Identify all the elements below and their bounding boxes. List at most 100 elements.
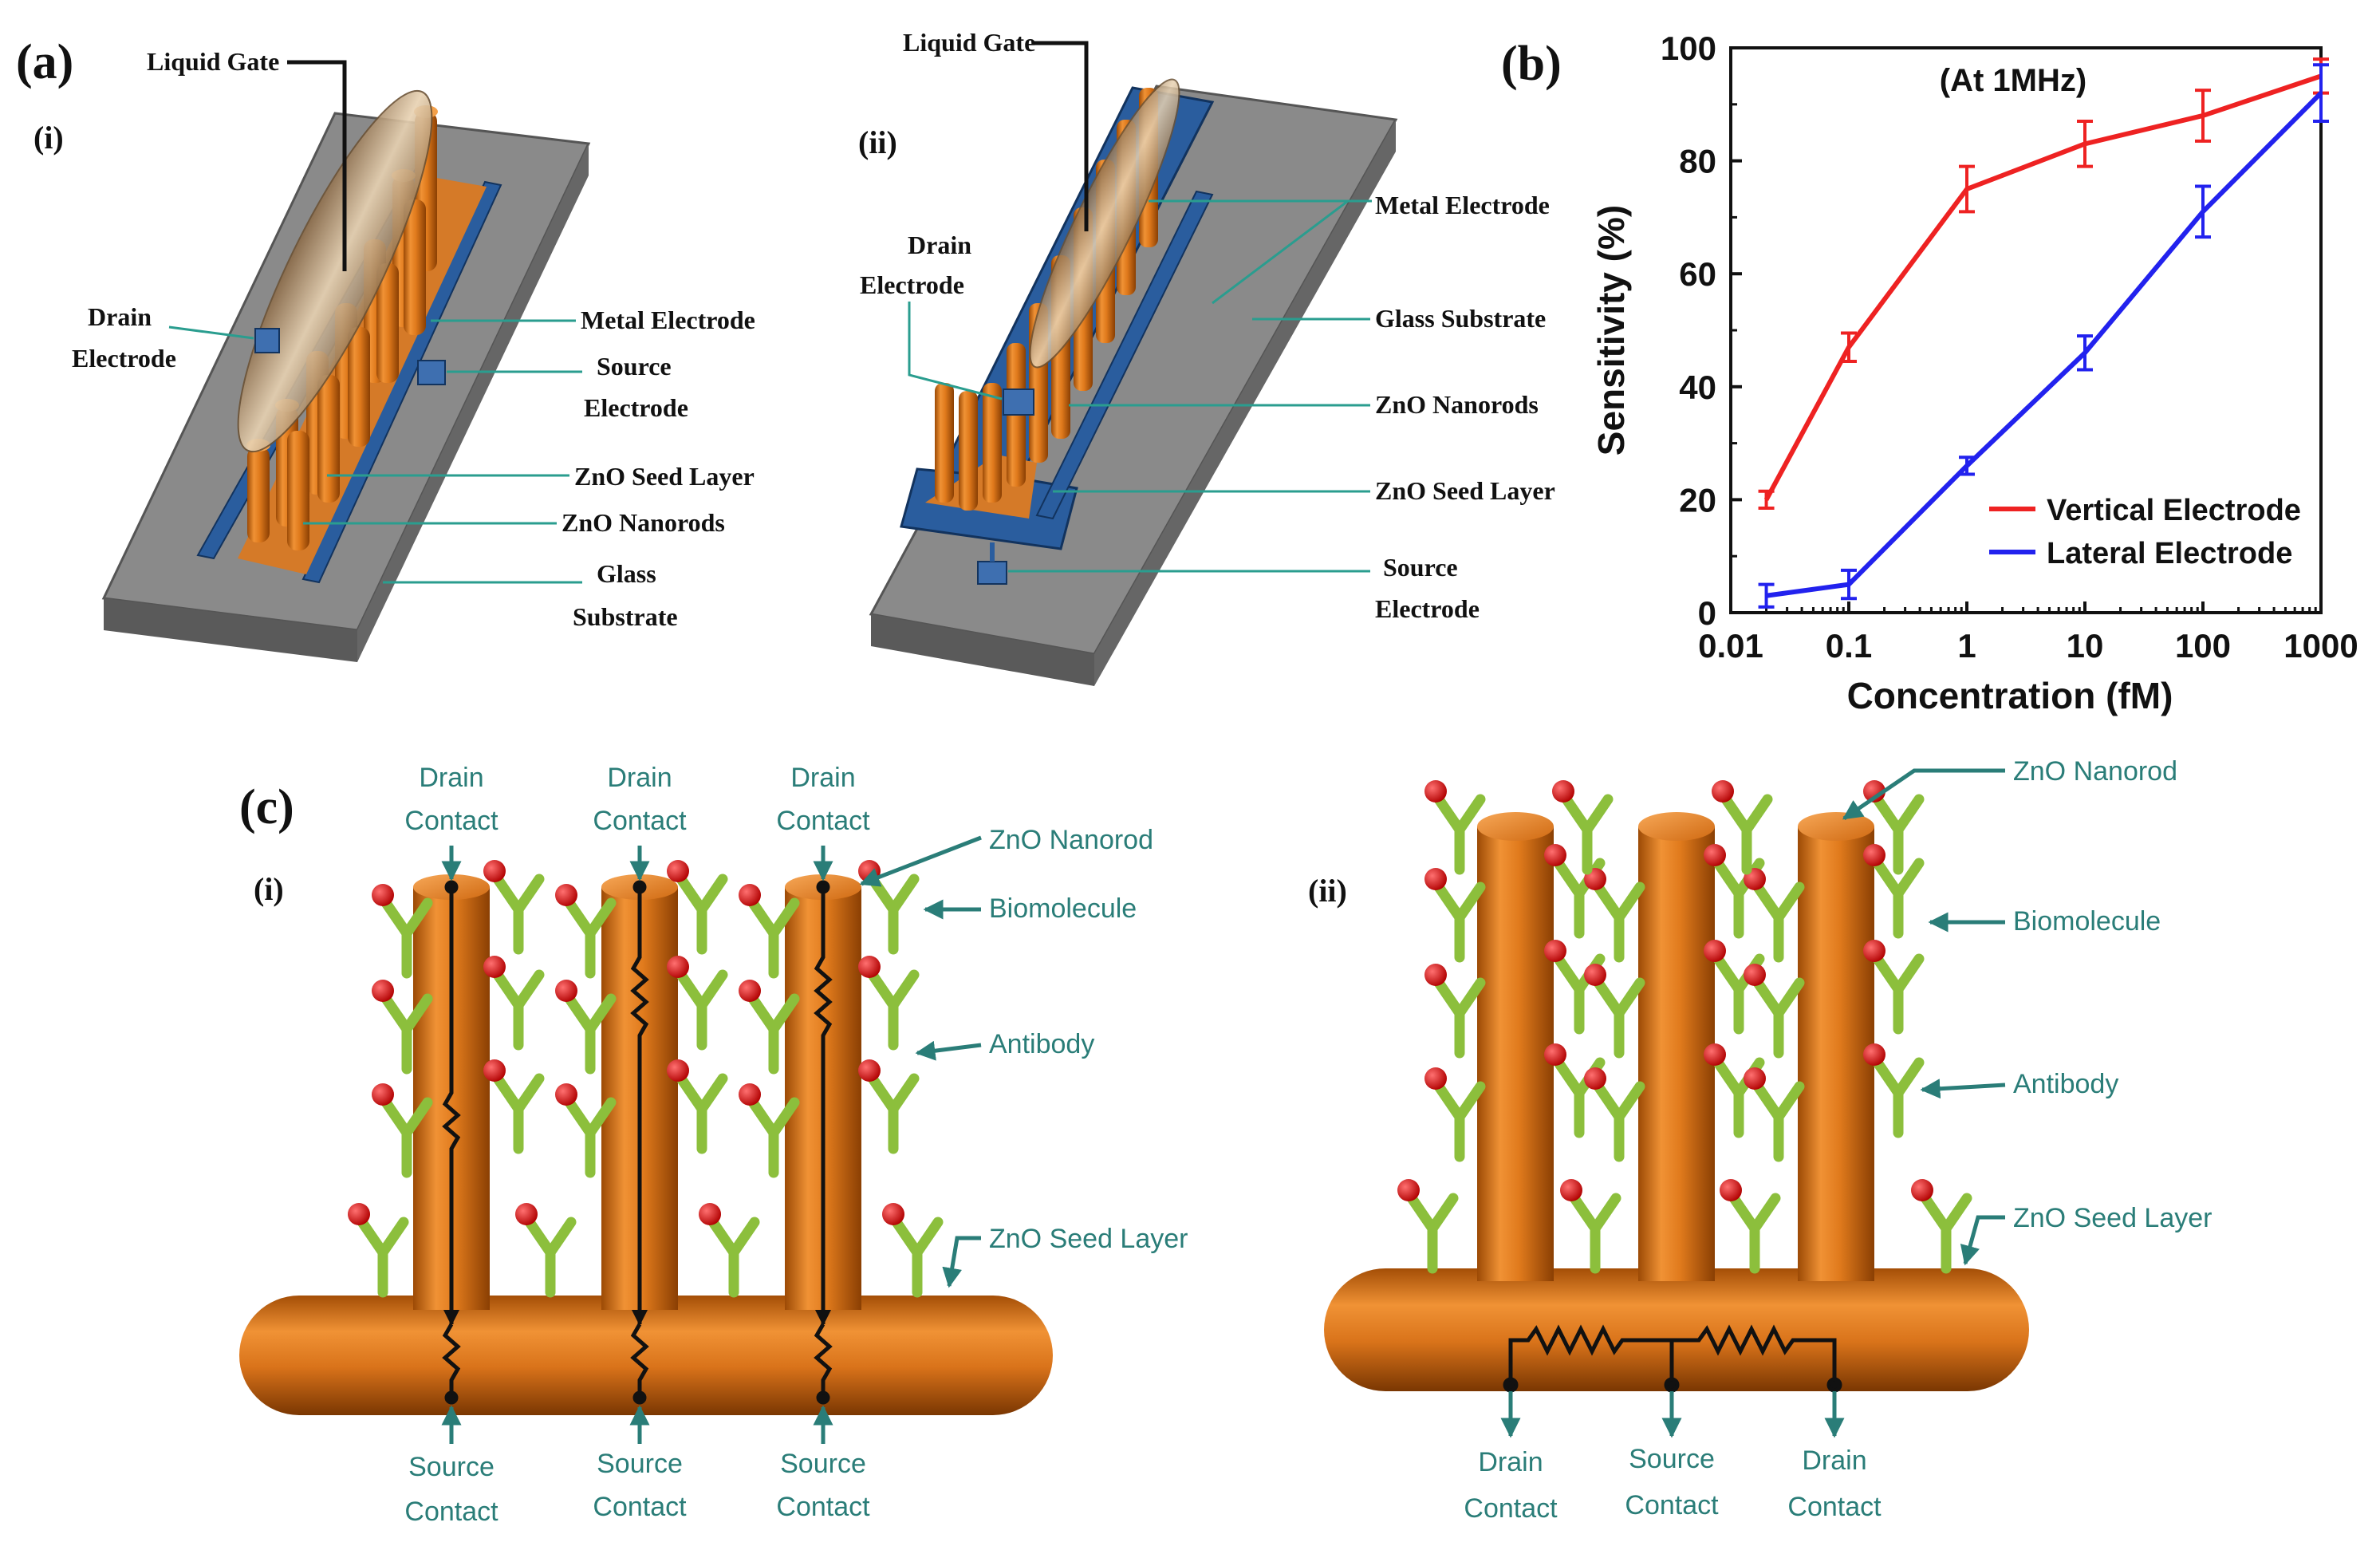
label-zno-nanorods-ii: ZnO Nanorods (1375, 390, 1539, 419)
label-drain-c-ii-1: Drain (1478, 1447, 1543, 1477)
label-drain-c-i-6: Contact (776, 806, 870, 836)
label-glass-1: Glass (597, 559, 656, 588)
arrow-antibody-c-ii (1920, 1079, 2006, 1099)
label-antibody-c-i: Antibody (989, 1029, 1094, 1059)
x-tick-label: 1 (1957, 627, 1976, 665)
panel-b-label: (b) (1501, 37, 1562, 91)
chart-series (1758, 57, 2329, 609)
y-tick-label: 20 (1679, 481, 1716, 519)
label-source-c-i-2: Contact (404, 1497, 498, 1527)
y-tick-label: 0 (1698, 594, 1716, 632)
label-glass-substrate-ii: Glass Substrate (1375, 304, 1546, 333)
label-zno-nanorod-c-i: ZnO Nanorod (989, 825, 1153, 855)
data-point-vertical-electrode (1959, 164, 1975, 214)
drain-electrode-pad (254, 328, 280, 353)
series-line-lateral-electrode (1766, 91, 2323, 598)
liquid-gate-lead-ii (1034, 41, 1089, 231)
panel-a: (a) (i) (16, 28, 1555, 686)
label-source-1: Source (597, 352, 672, 381)
liquid-gate-lead (287, 60, 347, 271)
labels-c-ii: ZnO Nanorod Biomolecule Antibody ZnO See… (1464, 756, 2212, 1524)
schematic-c-i: (i) (239, 763, 1188, 1527)
label-biomolecule-c-ii: Biomolecule (2013, 906, 2161, 937)
label-metal-electrode: Metal Electrode (581, 306, 755, 334)
zno-nanorods-c-i (413, 874, 861, 1310)
label-source-c-ii-2: Contact (1625, 1490, 1719, 1520)
y-tick-label: 100 (1661, 30, 1716, 67)
data-point-vertical-electrode (1841, 331, 1857, 363)
x-tick-label: 100 (2175, 627, 2231, 665)
zno-nanorods-c-ii (1477, 812, 1874, 1281)
subpanel-c-ii-label: (ii) (1308, 873, 1347, 909)
liquid-gate (237, 89, 433, 453)
schematic-c-ii: (ii) (1308, 756, 2212, 1524)
labels-a-i: Liquid Gate Drain Electrode Metal Electr… (72, 47, 755, 631)
data-point-lateral-electrode (2077, 334, 2093, 372)
glass-substrate-side (357, 144, 589, 662)
data-point-lateral-electrode (1841, 568, 1857, 601)
label-source-ii-2: Electrode (1375, 594, 1480, 623)
zno-seed-bar (239, 1296, 1053, 1415)
label-drain-c-ii-4: Contact (1787, 1492, 1882, 1522)
y-tick-label: 40 (1679, 369, 1716, 406)
x-tick-label: 10 (2067, 627, 2104, 665)
label-biomolecule-c-i: Biomolecule (989, 893, 1137, 924)
y-tick-label: 60 (1679, 255, 1716, 293)
subpanel-c-i-label: (i) (254, 871, 284, 907)
label-source-c-ii-1: Source (1629, 1444, 1715, 1474)
x-tick-label: 0.01 (1698, 627, 1763, 665)
current-paths-c-i (442, 880, 833, 1405)
data-point-vertical-electrode (1758, 489, 1775, 511)
subpanel-a-i-label: (i) (33, 120, 64, 156)
label-drain-c-ii-3: Drain (1802, 1445, 1866, 1476)
source-electrode-pad-ii (977, 561, 1007, 585)
label-zno-nanorod-c-ii: ZnO Nanorod (2013, 756, 2177, 787)
arrow-seed-c-i (942, 1236, 981, 1288)
x-axis-title: Concentration (fM) (1847, 675, 2173, 716)
data-point-vertical-electrode (2195, 89, 2211, 143)
glass-substrate-ii-side (1094, 120, 1396, 686)
leader-drain-ii (908, 302, 1003, 400)
panel-c-label: (c) (239, 780, 294, 834)
labels-a-ii: Liquid Gate Drain Electrode Metal Electr… (860, 28, 1555, 623)
legend-label-lateral-electrode: Lateral Electrode (2047, 537, 2292, 570)
resistor-network-c-ii (1503, 1324, 1842, 1393)
glass-substrate-edge (104, 598, 357, 662)
y-tick-label: 80 (1679, 143, 1716, 180)
sensitivity-chart: (At 1MHz) Concentration (fM) Sensitivity… (1590, 30, 2358, 716)
label-drain-1: Drain (88, 302, 152, 331)
source-electrode-pad (417, 360, 446, 385)
label-source-c-i-3: Source (597, 1449, 683, 1479)
subpanel-a-ii-label: (ii) (858, 124, 897, 160)
label-zno-nanorods: ZnO Nanorods (562, 508, 725, 537)
legend-label-vertical-electrode: Vertical Electrode (2047, 494, 2301, 527)
leader-metal-ii (1149, 199, 1372, 305)
label-zno-seed: ZnO Seed Layer (574, 462, 755, 491)
labels-c-i: Drain Contact Drain Contact Drain Contac… (404, 763, 1188, 1527)
label-drain-2: Electrode (72, 344, 176, 373)
label-drain-c-i-4: Contact (593, 806, 687, 836)
metal-electrode-ii-right (1035, 190, 1214, 520)
leader-drain (168, 325, 254, 340)
panel-c: (c) (i) (239, 756, 2212, 1527)
label-zno-seed-c-ii: ZnO Seed Layer (2013, 1203, 2212, 1233)
label-antibody-c-ii: Antibody (2013, 1069, 2118, 1099)
label-liquid-gate: Liquid Gate (147, 47, 279, 76)
label-source-2: Electrode (584, 393, 688, 422)
device-a-ii: (ii) (858, 41, 1398, 686)
data-point-lateral-electrode (2313, 63, 2329, 124)
data-point-lateral-electrode (1758, 582, 1775, 609)
label-zno-seed-c-i: ZnO Seed Layer (989, 1224, 1188, 1254)
label-drain-c-i-1: Drain (419, 763, 483, 793)
drain-electrode-pad-ii (1003, 388, 1034, 416)
label-drain-ii-1: Drain (908, 231, 971, 259)
x-tick-label: 0.1 (1826, 627, 1872, 665)
label-liquid-gate-ii: Liquid Gate (903, 28, 1035, 57)
arrow-nanorod-c-i (859, 835, 982, 887)
label-drain-c-i-2: Contact (404, 806, 498, 836)
contact-arrows-c-ii (1500, 1391, 1845, 1438)
glass-substrate-ii-edge (871, 614, 1094, 686)
